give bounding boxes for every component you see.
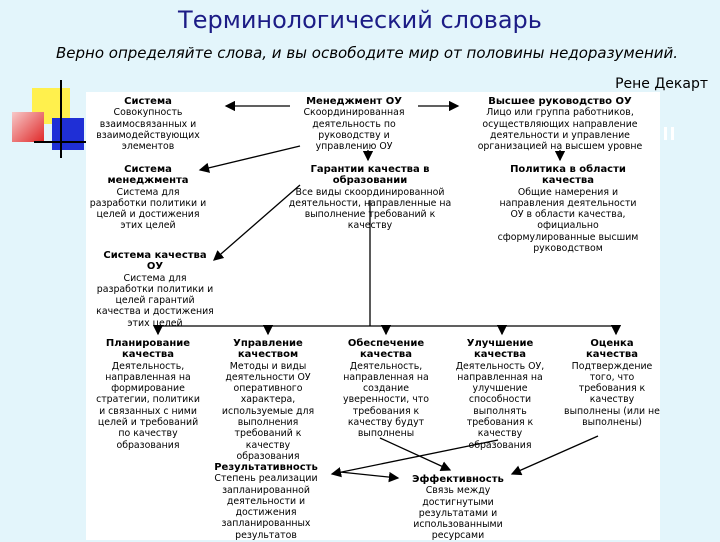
node-evaluation: Оценка качества Подтверждение того, что …	[564, 338, 660, 428]
node-title: Результативность	[214, 462, 318, 473]
node-desc: Общие намерения и направления деятельнос…	[497, 186, 639, 255]
arrow-results-to-efficiency	[339, 471, 400, 483]
arrow-guarantees-to-sysmgmt	[213, 184, 301, 261]
node-title: Планирование качества	[105, 338, 191, 361]
arrow-to-efficiency-2	[379, 437, 452, 471]
quote-author: Рене Декарт	[615, 76, 708, 92]
node-desc: Деятельность, направленная на формирован…	[96, 360, 200, 451]
node-policy: Политика в области качества Общие намере…	[497, 164, 639, 254]
node-desc: Подтверждение того, что требования к кач…	[564, 360, 660, 429]
node-title: Система	[124, 96, 172, 107]
node-desc: Деятельность ОУ, направленная на улучшен…	[455, 360, 545, 451]
node-desc: Деятельность, направленная на создание у…	[343, 360, 429, 440]
arrow-mgmt-to-sysmgmt	[198, 145, 301, 173]
node-desc: Совокупность взаимосвязанных и взаимодей…	[96, 107, 200, 153]
arrow-to-efficiency	[510, 435, 599, 476]
deco-horizontal-line	[34, 141, 90, 143]
node-system: Система Совокупность взаимосвязанных и в…	[83, 96, 213, 152]
node-system-management: Система менеджмента Система для разработ…	[88, 164, 208, 232]
epigraph-quote: Верно определяйте слова, и вы освободите…	[56, 44, 679, 62]
node-control: Управление качеством Методы и виды деяте…	[215, 338, 321, 462]
node-leadership: Высшее руководство ОУ Лицо или группа ра…	[462, 96, 658, 152]
node-title: Улучшение качества	[466, 338, 534, 361]
node-title: Политика в области качества	[510, 164, 626, 187]
node-desc: Степень реализации запланированной деяте…	[214, 473, 318, 541]
node-planning: Планирование качества Деятельность, напр…	[92, 338, 204, 451]
node-management: Менеджмент ОУ Скоординированная деятельн…	[290, 96, 418, 152]
node-desc: Система для разработки политики и целей …	[96, 272, 214, 329]
node-improvement: Улучшение качества Деятельность ОУ, напр…	[446, 338, 554, 451]
deco-white-bar	[671, 127, 674, 140]
node-title: Высшее руководство ОУ	[488, 96, 632, 107]
deco-red-square	[12, 112, 44, 142]
node-desc: Скоординированная деятельность по руково…	[303, 107, 405, 153]
node-guarantees: Гарантии качества в образовании Все виды…	[286, 164, 454, 232]
node-desc: Методы и виды деятельности ОУ оперативно…	[221, 360, 315, 462]
node-desc: Лицо или группа работников, осуществляющ…	[477, 107, 643, 153]
node-desc: Все виды скоординированной деятельности,…	[288, 186, 452, 232]
node-title: Обеспечение качества	[347, 338, 425, 361]
node-results: Результативность Степень реализации запл…	[201, 462, 331, 541]
deco-vertical-line	[60, 80, 62, 158]
node-title: Система качества ОУ	[103, 250, 207, 273]
node-efficiency: Эффективность Связь между достигнутыми р…	[398, 474, 518, 542]
node-assurance: Обеспечение качества Деятельность, напра…	[332, 338, 440, 440]
deco-white-bar	[664, 127, 667, 140]
arrow-to-results	[330, 439, 499, 478]
node-title: Управление качеством	[233, 338, 303, 361]
node-title: Гарантии качества в образовании	[310, 164, 430, 187]
node-desc: Связь между достигнутыми результатами и …	[413, 485, 503, 542]
node-title: Эффективность	[412, 474, 504, 485]
page-title: Терминологический словарь	[178, 6, 542, 34]
node-title: Оценка качества	[586, 338, 638, 361]
node-title: Система менеджмента	[107, 164, 189, 187]
node-quality-system: Система качества ОУ Система для разработ…	[94, 250, 216, 329]
node-title: Менеджмент ОУ	[306, 96, 402, 107]
deco-blue-square	[52, 118, 84, 150]
node-desc: Система для разработки политики и целей …	[89, 186, 207, 232]
